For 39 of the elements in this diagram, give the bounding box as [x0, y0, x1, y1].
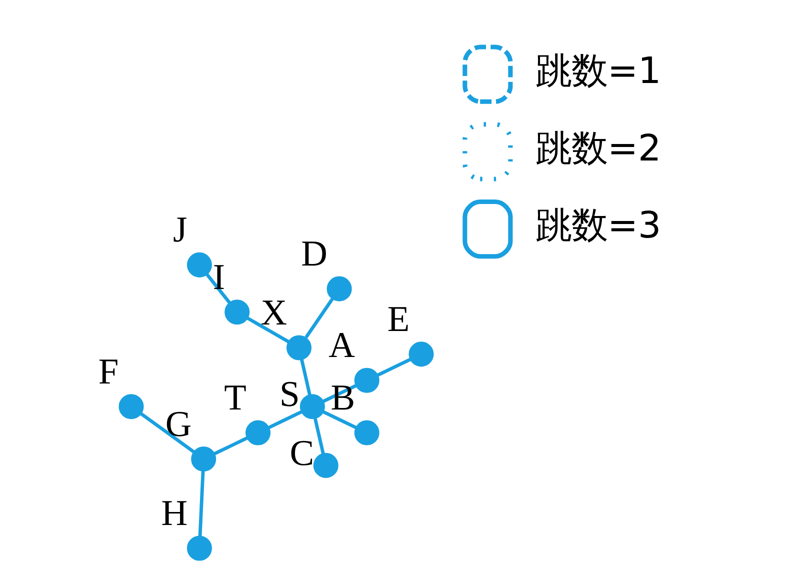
node-circle [299, 394, 324, 420]
legend-label: 跳数=1 [534, 48, 661, 92]
node-circle [286, 335, 311, 360]
node-circle [354, 420, 379, 446]
node-label: F [98, 351, 118, 392]
legend-label: 跳数=3 [534, 204, 661, 247]
connector [304, 298, 334, 338]
node-label: C [289, 432, 314, 473]
node-circle [190, 446, 216, 472]
node-label: S [279, 374, 300, 414]
connector [322, 410, 357, 430]
node-label: D [300, 234, 327, 274]
connector [139, 412, 195, 454]
connector [246, 316, 290, 344]
node-label: I [212, 256, 224, 297]
node-circle [408, 342, 434, 367]
node-label: E [386, 298, 410, 339]
node-circle [224, 300, 250, 325]
connector [376, 358, 412, 377]
node-label: A [328, 325, 354, 366]
connector [204, 272, 231, 304]
node-label: X [260, 292, 287, 332]
node-circle [245, 420, 270, 446]
node-circle [186, 536, 212, 561]
node-label: H [160, 493, 188, 534]
node-circle [186, 252, 212, 278]
connector [312, 418, 324, 455]
node-circle [312, 452, 338, 478]
node-label: J [172, 210, 187, 250]
node-circle [326, 276, 352, 302]
legend-label: 跳数=2 [534, 126, 661, 170]
node-circle [354, 368, 379, 393]
node-circle [118, 394, 144, 420]
connector [299, 358, 311, 396]
connector [267, 410, 302, 430]
node-label: T [224, 378, 246, 418]
connector [212, 436, 248, 456]
connector [198, 470, 204, 536]
node-label: G [164, 404, 192, 444]
